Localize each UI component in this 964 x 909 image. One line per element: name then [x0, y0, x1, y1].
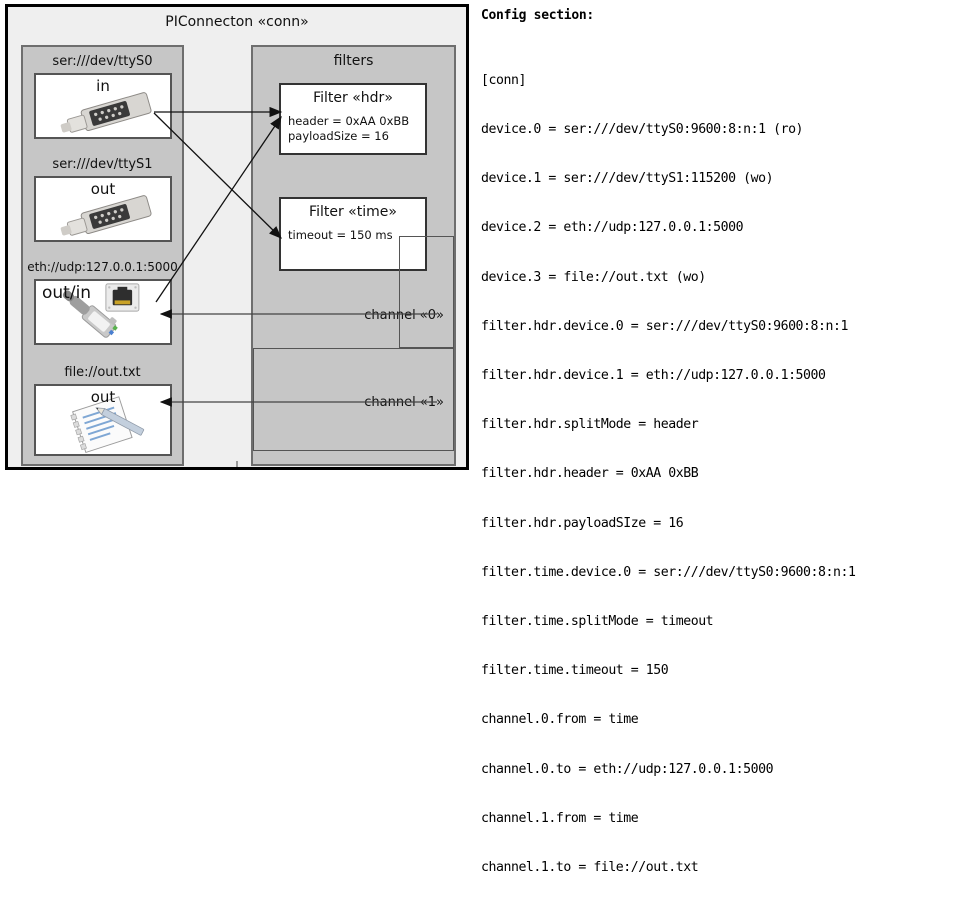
config-line: filter.hdr.header = 0xAA 0xBB — [481, 466, 699, 482]
filters-group-title: filters — [333, 53, 374, 69]
device-card-ser0[interactable]: in — [34, 73, 172, 139]
device-port-eth: out/in — [42, 283, 92, 303]
channel-1-box — [253, 348, 454, 451]
channel-0-box — [399, 236, 454, 348]
device-label-ser1: ser:///dev/ttyS1 — [52, 157, 153, 172]
device-port-file: out — [90, 388, 116, 406]
config-line: filter.time.device.0 = ser:///dev/ttyS0:… — [481, 564, 856, 580]
filter-hdr-prop-payload: payloadSize = 16 — [288, 129, 389, 143]
filter-hdr-prop-header: header = 0xAA 0xBB — [288, 114, 410, 128]
config-line: filter.time.timeout = 150 — [481, 663, 669, 679]
filters-group: filters Filter «hdr» header = 0xAA 0xBB … — [251, 45, 456, 466]
device-label-eth: eth://udp:127.0.0.1:5000 — [27, 260, 178, 274]
config-line: filter.time.splitMode = timeout — [481, 614, 714, 630]
filter-card-hdr[interactable]: Filter «hdr» header = 0xAA 0xBB payloadS… — [279, 83, 427, 155]
serial-port-icon — [60, 92, 152, 133]
device-card-ser1[interactable]: out — [34, 176, 172, 242]
filter-hdr-title: Filter «hdr» — [313, 90, 393, 106]
filter-time-prop-timeout: timeout = 150 ms — [288, 228, 393, 242]
connector-diagram: PIConnecton «conn» ser:///dev/ttyS0 in — [5, 4, 469, 470]
config-line: device.3 = file://out.txt (wo) — [481, 269, 706, 285]
frame-bottom-tick — [236, 461, 238, 467]
config-line: device.1 = ser:///dev/ttyS1:115200 (wo) — [481, 171, 774, 187]
devices-group: ser:///dev/ttyS0 in — [21, 45, 184, 466]
config-line: filter.hdr.splitMode = header — [481, 417, 699, 433]
device-port-ser0: in — [96, 77, 110, 95]
config-line: channel.0.from = time — [481, 712, 639, 728]
config-heading: Config section: — [481, 8, 594, 23]
channel-1-label: channel «1» — [364, 395, 444, 410]
config-line: [conn] — [481, 72, 526, 88]
diagram-title: PIConnecton «conn» — [165, 14, 309, 30]
config-line: filter.hdr.payloadSIze = 16 — [481, 515, 684, 531]
filter-time-title: Filter «time» — [309, 204, 397, 220]
config-line: device.0 = ser:///dev/ttyS0:9600:8:n:1 (… — [481, 122, 804, 138]
config-panel: Config section: [conn] device.0 = ser://… — [481, 8, 959, 909]
config-line: filter.hdr.device.0 = ser:///dev/ttyS0:9… — [481, 318, 848, 334]
filter-card-time[interactable]: Filter «time» timeout = 150 ms — [279, 197, 427, 271]
ethernet-jack-icon — [62, 283, 140, 338]
config-line: channel.1.to = file://out.txt — [481, 860, 699, 876]
text-file-icon — [70, 396, 145, 454]
config-line: device.2 = eth://udp:127.0.0.1:5000 — [481, 220, 744, 236]
device-port-ser1: out — [90, 180, 116, 198]
channel-0-label: channel «0» — [364, 308, 444, 323]
device-label-file: file://out.txt — [64, 365, 141, 380]
device-card-eth[interactable]: out/in — [34, 279, 172, 345]
device-card-file[interactable]: out — [34, 384, 172, 456]
config-line: channel.0.to = eth://udp:127.0.0.1:5000 — [481, 761, 774, 777]
serial-port-icon — [60, 195, 152, 236]
config-line: filter.hdr.device.1 = eth://udp:127.0.0.… — [481, 368, 826, 384]
device-label-ser0: ser:///dev/ttyS0 — [52, 54, 153, 69]
config-lines: [conn] device.0 = ser:///dev/ttyS0:9600:… — [481, 40, 959, 909]
config-line: channel.1.from = time — [481, 810, 639, 826]
